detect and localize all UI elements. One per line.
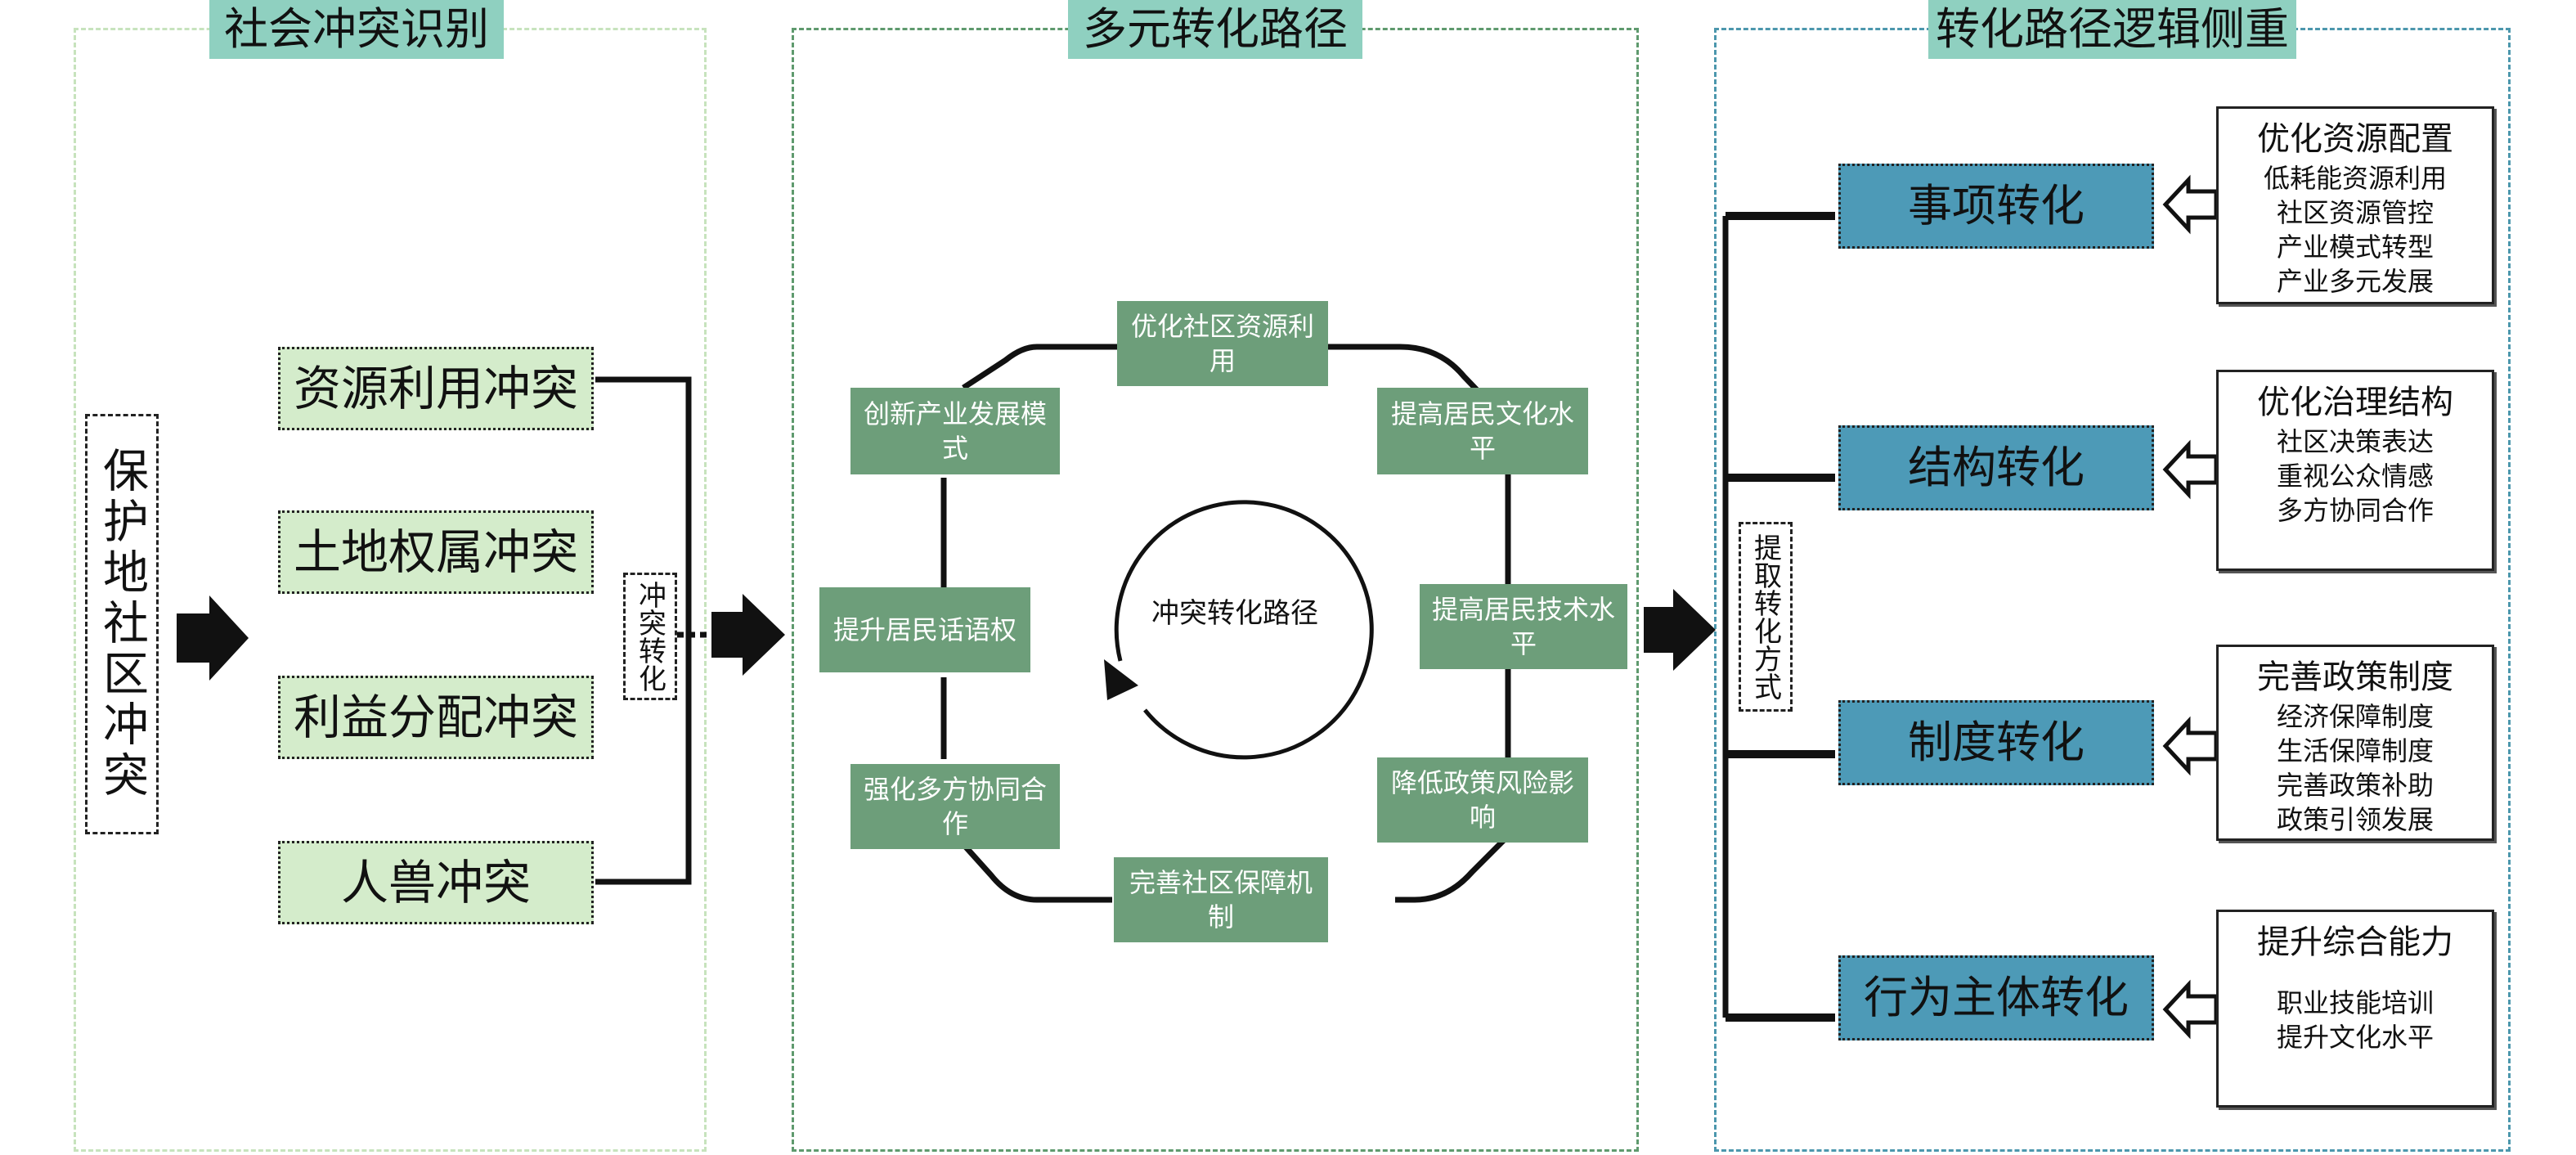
detail-title: 完善政策制度 [2257,658,2453,696]
hollow-arrow-icon-1 [2162,174,2219,235]
detail-item: 职业技能培训 [2276,987,2434,1018]
node-bottom-left: 强化多方协同合作 [850,764,1060,849]
hollow-arrow-icon-3 [2162,716,2219,776]
section-title-identify: 社会冲突识别 [209,0,504,59]
conflict-resource-use: 资源利用冲突 [278,347,594,430]
node-right: 提高居民技术水平 [1420,584,1627,669]
detail-item: 经济保障制度 [2276,701,2434,732]
main-label-box: 保护地社区冲突 [85,414,159,834]
detail-box-capacity: 提升综合能力 职业技能培训 提升文化水平 [2216,910,2494,1108]
detail-title: 优化治理结构 [2257,384,2453,421]
node-top-right: 提高居民文化水平 [1377,388,1588,474]
detail-title: 优化资源配置 [2257,120,2453,158]
detail-item: 重视公众情感 [2276,461,2434,492]
node-top: 优化社区资源利用 [1117,301,1328,386]
transform-actor: 行为主体转化 [1838,955,2154,1040]
detail-box-governance-structure: 优化治理结构 社区决策表达 重视公众情感 多方协同合作 [2216,370,2494,571]
conflict-benefit-distribution: 利益分配冲突 [278,676,594,759]
section-title-paths: 多元转化路径 [1068,0,1362,59]
detail-item: 社区资源管控 [2276,197,2434,228]
detail-item: 生活保障制度 [2276,735,2434,766]
detail-box-policy-system: 完善政策制度 经济保障制度 生活保障制度 完善政策补助 政策引领发展 [2216,645,2494,841]
transform-structure: 结构转化 [1838,425,2154,510]
detail-item: 完善政策补助 [2276,770,2434,801]
hollow-arrow-icon-2 [2162,439,2219,500]
cycle-center-label: 冲突转化路径 [1151,597,1318,630]
cycle-arrowhead-icon [1104,659,1138,700]
section-title-logic: 转化路径逻辑侧重 [1928,0,2296,59]
conflict-human-wildlife: 人兽冲突 [278,841,594,924]
detail-item: 多方协同合作 [2276,495,2434,526]
node-left: 提升居民话语权 [819,587,1030,672]
detail-item: 产业多元发展 [2276,266,2434,297]
arrow-right-icon-3 [1644,589,1716,671]
detail-box-resource-allocation: 优化资源配置 低耗能资源利用 社区资源管控 产业模式转型 产业多元发展 [2216,106,2494,304]
detail-item: 政策引领发展 [2276,804,2434,835]
arrow-right-icon-2 [711,594,785,676]
node-top-left: 创新产业发展模式 [850,388,1060,474]
detail-item: 产业模式转型 [2276,231,2434,263]
arrow-right-icon-1 [177,595,249,681]
transform-institution: 制度转化 [1838,700,2154,785]
detail-item: 社区决策表达 [2276,426,2434,457]
conflict-land-tenure: 土地权属冲突 [278,510,594,594]
detail-item: 提升文化水平 [2276,1022,2434,1053]
cycle-arrow-icon [1114,500,1374,760]
node-bottom-right: 降低政策风险影响 [1377,757,1588,843]
detail-title: 提升综合能力 [2257,924,2453,961]
conflict-transform-label: 冲突转化 [623,573,677,700]
hollow-arrow-icon-4 [2162,979,2219,1040]
transform-matters: 事项转化 [1838,164,2154,249]
extract-method-label: 提取转化方式 [1739,522,1793,712]
detail-item: 低耗能资源利用 [2263,163,2447,194]
node-bottom: 完善社区保障机制 [1114,857,1328,942]
